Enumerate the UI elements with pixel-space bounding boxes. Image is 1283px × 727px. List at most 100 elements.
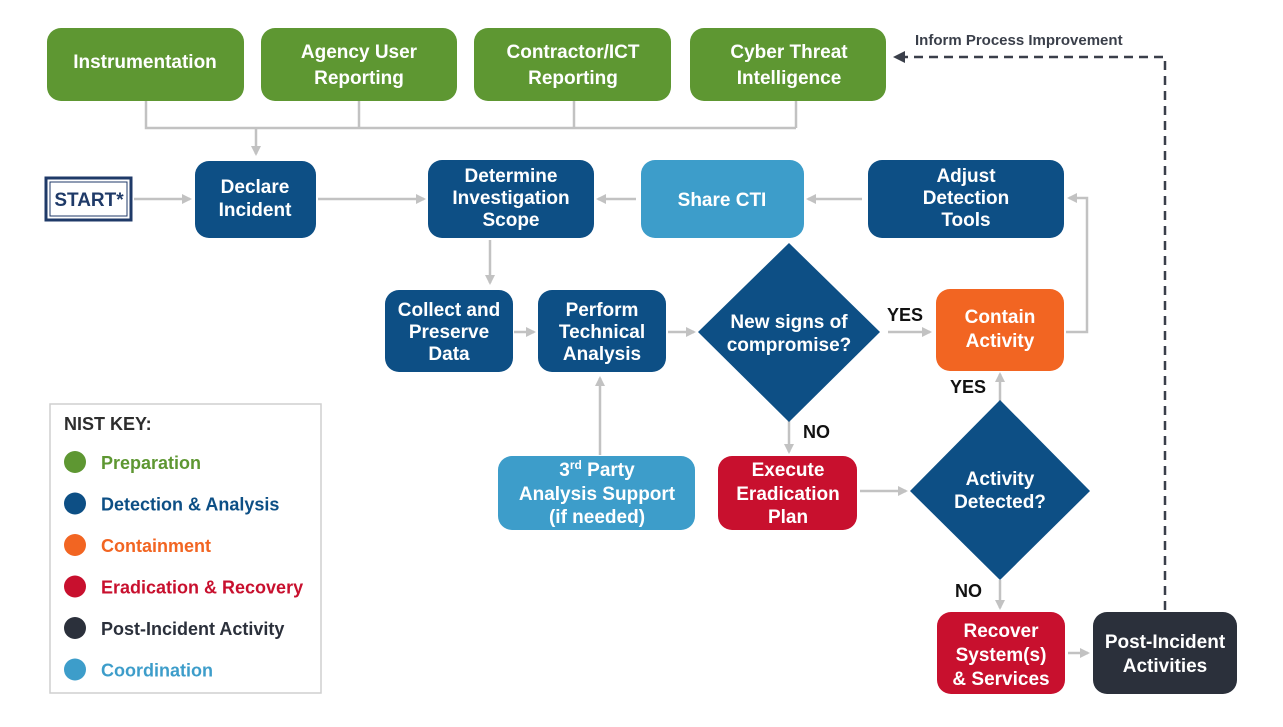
perform-analysis-box bbox=[538, 290, 666, 372]
node-perform-technical-analysis[interactable]: Perform Technical Analysis bbox=[538, 290, 666, 372]
key-dot-icon bbox=[64, 617, 86, 639]
node-contain-activity[interactable]: Contain Activity bbox=[936, 289, 1064, 371]
third-party-line-1: 3rd Party bbox=[559, 458, 635, 481]
key-label: Containment bbox=[101, 536, 211, 556]
determine-scope-line-3: Scope bbox=[482, 210, 539, 231]
key-label: Preparation bbox=[101, 453, 201, 473]
nist-key-border bbox=[49, 403, 322, 694]
activity-detected-diamond bbox=[910, 400, 1090, 580]
source-instrumentation-box bbox=[47, 28, 244, 101]
collect-preserve-line-3: Data bbox=[428, 344, 470, 365]
collect-preserve-box bbox=[385, 290, 513, 372]
source-contractor-ict-reporting[interactable]: Contractor/ICT Reporting bbox=[474, 28, 671, 101]
start-node[interactable]: START* bbox=[44, 176, 133, 222]
source-agency-box bbox=[261, 28, 457, 101]
execute-eradication-line-1: Execute bbox=[752, 460, 825, 481]
node-share-cti[interactable]: Share CTI bbox=[641, 160, 804, 238]
node-declare-incident[interactable]: Declare Incident bbox=[195, 161, 316, 238]
decision-new-signs-of-compromise[interactable]: New signs of compromise? bbox=[698, 243, 880, 422]
new-signs-line-1: New signs of bbox=[730, 312, 848, 333]
nist-key-item-preparation: Preparation bbox=[64, 451, 201, 473]
execute-eradication-line-2: Eradication bbox=[736, 484, 839, 505]
determine-scope-box bbox=[428, 160, 594, 238]
node-recover-systems-services[interactable]: Recover System(s) & Services bbox=[937, 612, 1065, 694]
third-party-box bbox=[498, 456, 695, 530]
key-dot-icon bbox=[64, 658, 86, 681]
new-signs-diamond bbox=[698, 243, 880, 422]
decision-activity-detected[interactable]: Activity Detected? bbox=[910, 400, 1090, 580]
source-agency-line-1: Agency User bbox=[301, 42, 418, 63]
nist-key-item-post-incident: Post-Incident Activity bbox=[64, 617, 284, 639]
source-agency-line-2: Reporting bbox=[314, 68, 404, 89]
key-dot-icon bbox=[64, 451, 86, 473]
nist-key-item-containment: Containment bbox=[64, 534, 211, 556]
key-label: Detection & Analysis bbox=[101, 495, 279, 515]
execute-eradication-line-3: Plan bbox=[768, 507, 808, 528]
key-label: Post-Incident Activity bbox=[101, 619, 284, 639]
source-cyber-threat-intelligence[interactable]: Cyber Threat Intelligence bbox=[690, 28, 886, 101]
recover-systems-line-3: & Services bbox=[952, 669, 1049, 690]
start-label: START* bbox=[54, 190, 124, 211]
node-post-incident-activities[interactable]: Post-Incident Activities bbox=[1093, 612, 1237, 694]
post-incident-box bbox=[1093, 612, 1237, 694]
nist-key-item-detection: Detection & Analysis bbox=[64, 492, 279, 515]
third-party-line-2: Analysis Support bbox=[519, 484, 676, 505]
node-determine-investigation-scope[interactable]: Determine Investigation Scope bbox=[428, 160, 594, 238]
collect-preserve-line-1: Collect and bbox=[398, 300, 500, 321]
source-contractor-box bbox=[474, 28, 671, 101]
contain-activity-line-1: Contain bbox=[965, 307, 1036, 328]
feedback-label: Inform Process Improvement bbox=[915, 32, 1123, 49]
source-contractor-line-1: Contractor/ICT bbox=[507, 42, 640, 63]
nist-key-title: NIST KEY: bbox=[64, 414, 152, 434]
new-signs-line-2: compromise? bbox=[727, 335, 852, 356]
adjust-detection-line-2: Detection bbox=[923, 188, 1010, 209]
contain-activity-box bbox=[936, 289, 1064, 371]
source-instrumentation-line-1: Instrumentation bbox=[73, 52, 217, 73]
connectors bbox=[134, 51, 1167, 658]
perform-analysis-line-2: Technical bbox=[559, 322, 645, 343]
adjust-detection-line-1: Adjust bbox=[936, 166, 996, 187]
post-incident-line-1: Post-Incident bbox=[1105, 632, 1226, 653]
nist-key-item-coordination: Coordination bbox=[64, 658, 213, 681]
adjust-detection-line-3: Tools bbox=[941, 210, 990, 231]
node-third-party-analysis-support[interactable]: 3rd Party Analysis Support (if needed) bbox=[498, 456, 695, 530]
share-cti-box bbox=[641, 160, 804, 238]
key-label: Eradication & Recovery bbox=[101, 578, 303, 598]
third-party-line-3: (if needed) bbox=[549, 507, 645, 528]
edge-label-no-new-signs: NO bbox=[803, 422, 830, 442]
perform-analysis-line-1: Perform bbox=[566, 300, 639, 321]
connector-contain-to-adjust bbox=[1066, 193, 1089, 334]
node-execute-eradication-plan[interactable]: Execute Eradication Plan bbox=[718, 456, 857, 530]
start-box-inner bbox=[49, 181, 128, 217]
edge-label-yes-new-signs: YES bbox=[887, 305, 923, 325]
adjust-detection-box bbox=[868, 160, 1064, 238]
share-cti-line-1: Share CTI bbox=[678, 190, 767, 211]
node-collect-preserve-data[interactable]: Collect and Preserve Data bbox=[385, 290, 513, 372]
connector-feedback-dashed bbox=[893, 51, 1167, 610]
recover-systems-line-1: Recover bbox=[964, 621, 1040, 642]
determine-scope-line-2: Investigation bbox=[452, 188, 569, 209]
activity-detected-line-1: Activity bbox=[966, 469, 1035, 490]
edge-label-yes-activity: YES bbox=[950, 377, 986, 397]
perform-analysis-line-3: Analysis bbox=[563, 344, 641, 365]
declare-incident-line-1: Declare bbox=[221, 177, 290, 198]
source-agency-user-reporting[interactable]: Agency User Reporting bbox=[261, 28, 457, 101]
source-instrumentation[interactable]: Instrumentation bbox=[47, 28, 244, 101]
key-dot-icon bbox=[64, 492, 86, 515]
collect-preserve-line-2: Preserve bbox=[409, 322, 489, 343]
post-incident-line-2: Activities bbox=[1123, 656, 1207, 677]
start-box bbox=[44, 176, 133, 222]
node-adjust-detection-tools[interactable]: Adjust Detection Tools bbox=[868, 160, 1064, 238]
connector-instrumentation bbox=[144, 101, 796, 130]
key-dot-icon bbox=[64, 534, 86, 556]
activity-detected-line-2: Detected? bbox=[954, 492, 1046, 513]
declare-incident-line-2: Incident bbox=[219, 200, 293, 221]
execute-eradication-box bbox=[718, 456, 857, 530]
recover-systems-box bbox=[937, 612, 1065, 694]
declare-incident-box bbox=[195, 161, 316, 238]
source-contractor-line-2: Reporting bbox=[528, 68, 618, 89]
source-boxes: Instrumentation Agency User Reporting Co… bbox=[47, 28, 886, 101]
